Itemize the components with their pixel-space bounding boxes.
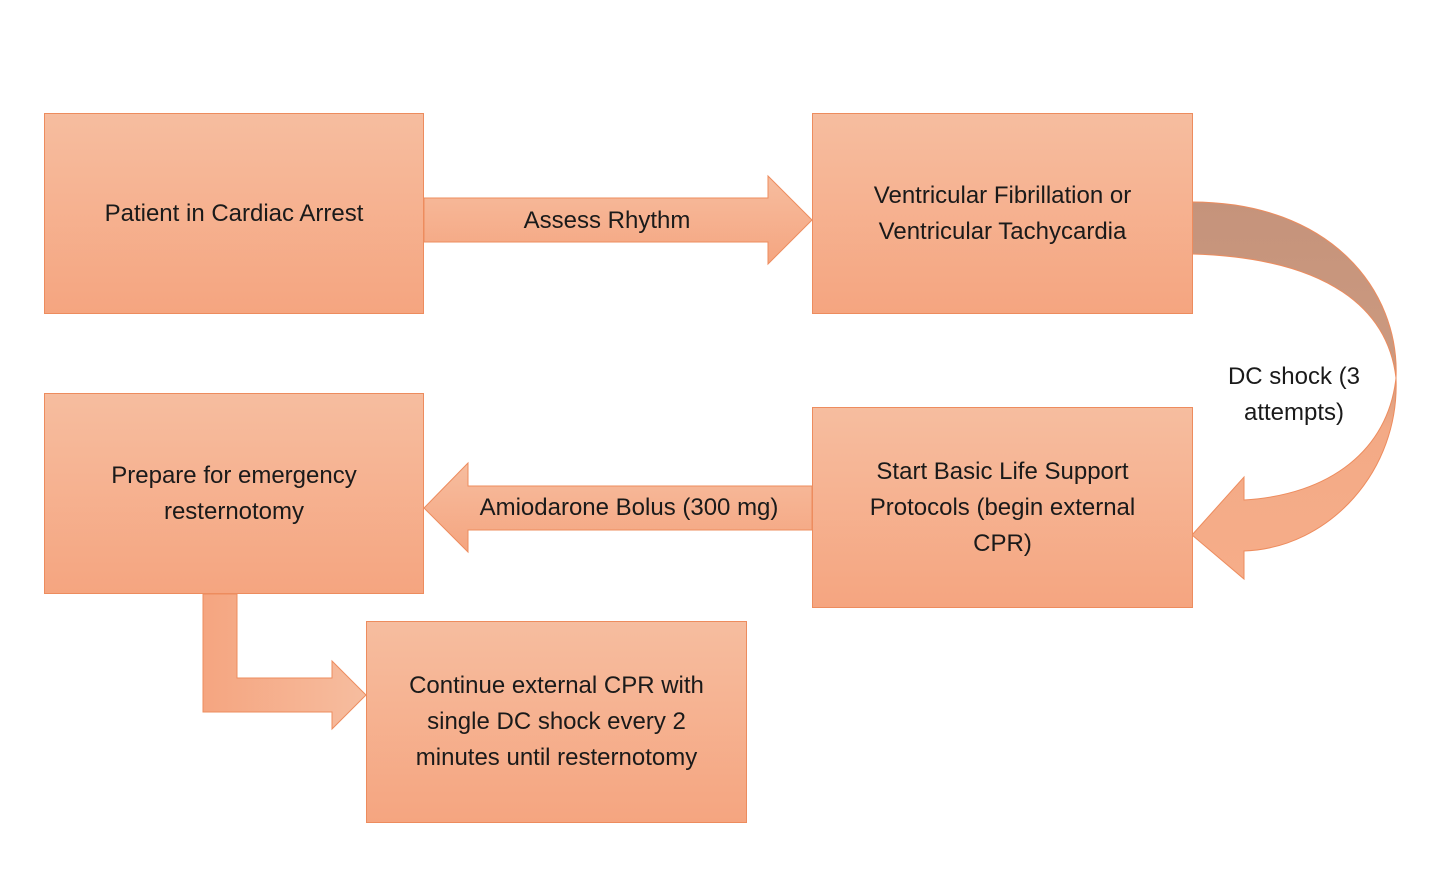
dc-shock-label-line2: attempts): [1243, 399, 1345, 426]
node-bls-text: Start Basic Life Support Protocols (begi…: [869, 457, 1136, 557]
dc-shock-label-line1: DC shock (3: [1227, 363, 1361, 390]
elbow-arrow: [202, 593, 367, 731]
dc-shock-label: DC shock (3 attempts): [1204, 359, 1384, 431]
node-bls: Start Basic Life Support Protocols (begi…: [812, 407, 1193, 608]
node-resternotomy: Prepare for emergency resternotomy: [44, 393, 424, 594]
amiodarone-arrow: [423, 461, 813, 554]
amiodarone-label: Amiodarone Bolus (300 mg): [479, 494, 779, 521]
node-cardiac-arrest-text: Patient in Cardiac Arrest: [104, 199, 364, 227]
node-vf-vt: Ventricular Fibrillation or Ventricular …: [812, 113, 1193, 314]
node-resternotomy-text: Prepare for emergency resternotomy: [111, 461, 357, 525]
node-cardiac-arrest: Patient in Cardiac Arrest: [44, 113, 424, 314]
node-continue-cpr: Continue external CPR with single DC sho…: [366, 621, 747, 823]
dc-shock-curved-arrow: [1191, 201, 1397, 581]
node-vf-vt-text: Ventricular Fibrillation or Ventricular …: [873, 181, 1132, 245]
node-continue-cpr-text: Continue external CPR with single DC sho…: [409, 672, 704, 771]
assess-rhythm-arrow: [423, 174, 813, 266]
assess-rhythm-label: Assess Rhythm: [523, 207, 691, 234]
